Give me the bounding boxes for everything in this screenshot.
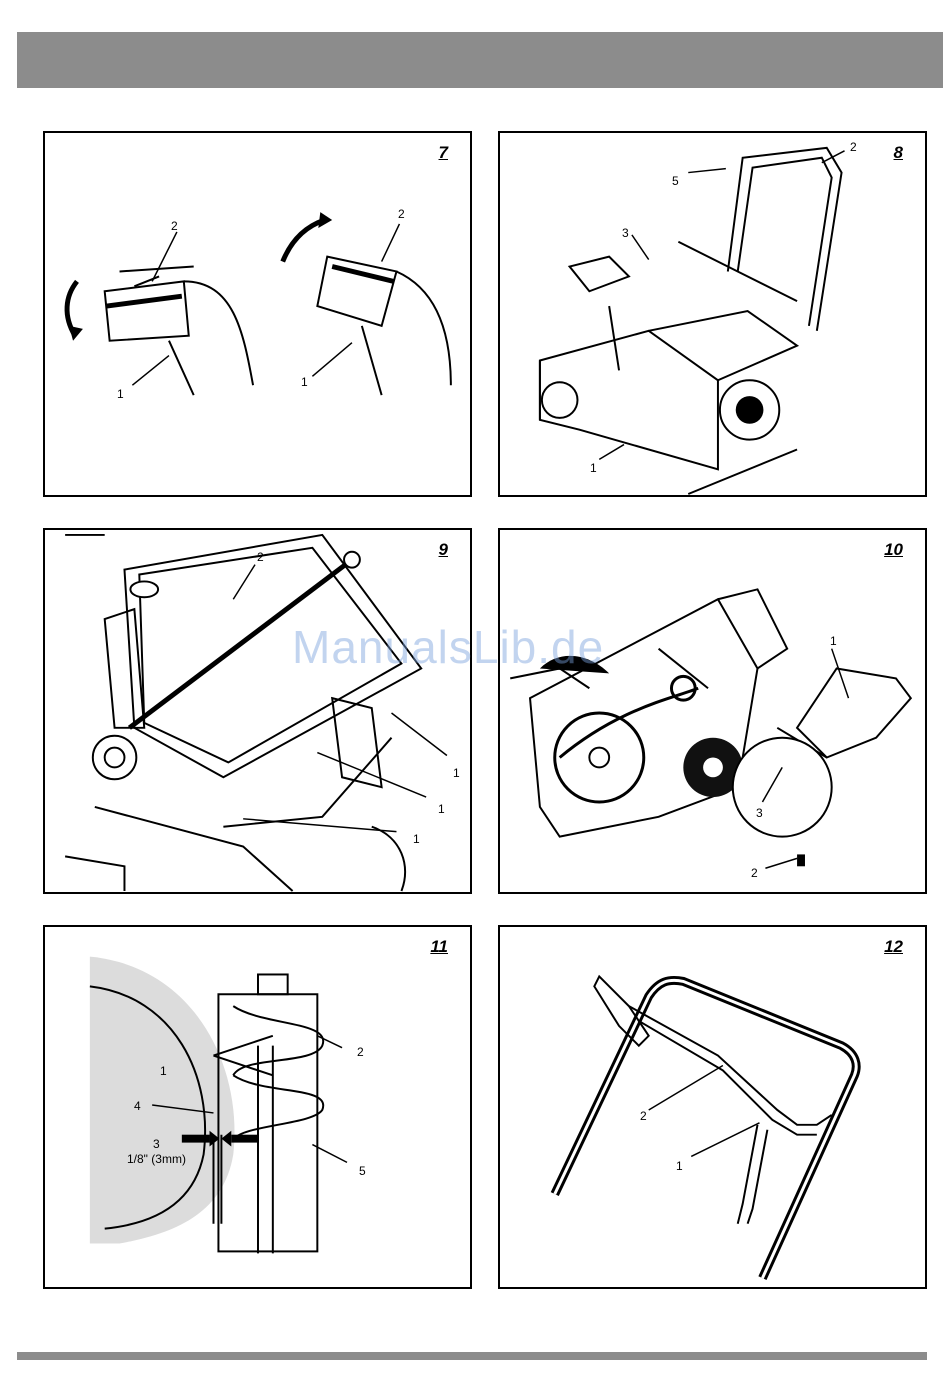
figure-11-panel: 11 2 1 4 3 1/8" (3mm) 5 [43,925,472,1289]
figure-11-number: 11 [430,937,448,957]
figure-12-panel: 12 2 1 [498,925,927,1289]
figure-7-label-2-left: 2 [171,219,178,233]
figure-9-panel: 9 2 1 1 1 [43,528,472,894]
figure-8-number: 8 [894,143,903,163]
figure-8-label-5: 5 [672,174,679,188]
figure-11-label-1: 1 [160,1064,167,1078]
figure-11-label-measurement: 1/8" (3mm) [127,1152,186,1166]
figure-9-illustration [45,530,470,892]
figure-12-label-2: 2 [640,1109,647,1123]
figure-11-label-5: 5 [359,1164,366,1178]
figure-9-label-2: 2 [257,550,264,564]
figure-7-label-2-right: 2 [398,207,405,221]
figure-12-number: 12 [884,937,903,957]
figure-9-label-1-bottom: 1 [413,832,420,846]
figure-12-label-1: 1 [676,1159,683,1173]
figure-8-panel: 8 2 5 3 1 [498,131,927,497]
footer-bar [17,1352,927,1360]
figure-10-illustration [500,530,925,892]
figure-7-panel: 7 2 2 1 1 [43,131,472,497]
figure-9-label-1-middle: 1 [438,802,445,816]
figure-9-label-1-top: 1 [453,766,460,780]
figure-10-panel: 10 1 3 2 [498,528,927,894]
figure-10-label-3: 3 [756,806,763,820]
figure-8-label-2: 2 [850,140,857,154]
header-bar [17,32,943,88]
watermark-text: ManualsLib.de [292,620,604,674]
figure-9-number: 9 [439,540,448,560]
figure-7-label-1-left: 1 [117,387,124,401]
figure-7-illustration [45,133,470,495]
figure-11-label-2: 2 [357,1045,364,1059]
figure-10-label-2: 2 [751,866,758,880]
figure-7-label-1-right: 1 [301,375,308,389]
figure-8-illustration [500,133,925,495]
figure-7-number: 7 [439,143,448,163]
figure-11-illustration [45,927,470,1287]
figure-8-label-3: 3 [622,226,629,240]
figure-10-number: 10 [884,540,903,560]
figure-8-label-1: 1 [590,461,597,475]
figure-11-label-4: 4 [134,1099,141,1113]
figure-10-label-1: 1 [830,634,837,648]
figure-11-label-3: 3 [153,1137,160,1151]
figure-12-illustration [500,927,925,1287]
